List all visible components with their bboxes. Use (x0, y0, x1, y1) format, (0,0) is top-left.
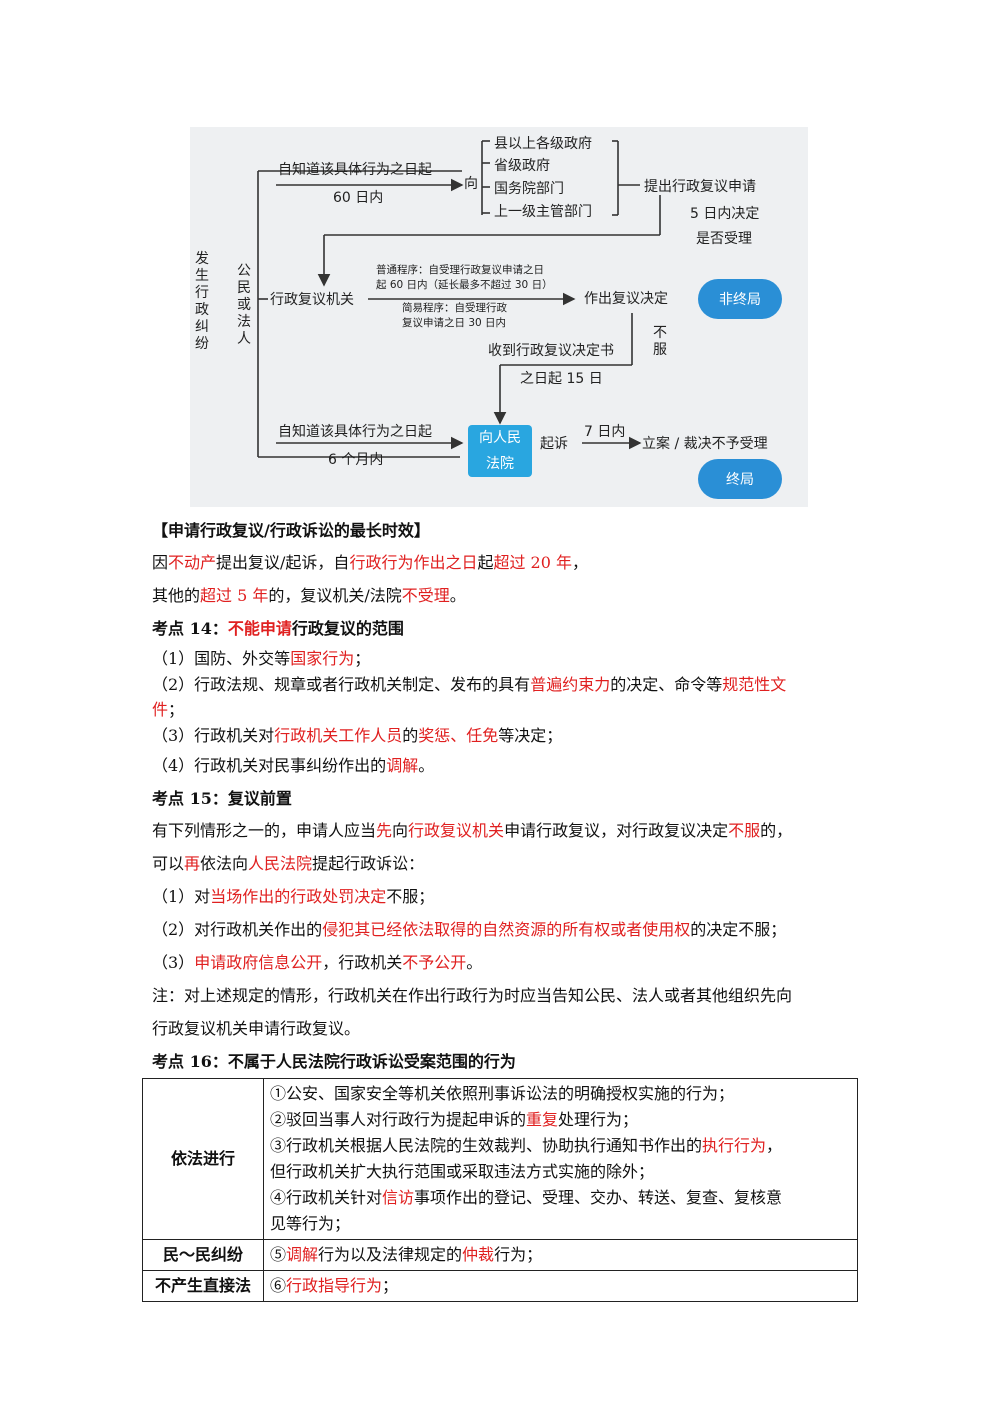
table-row: 依法进行 ①公安、国家安全等机关依照刑事诉讼法的明确授权实施的行为； ②驳回当事… (142, 1078, 858, 1240)
receive-decision-label: 收到行政复议决定书 (488, 343, 614, 359)
table-row: 民～民纠纷 ⑤调解行为以及法律规定的仲裁行为； (142, 1239, 858, 1271)
seven-days-label: 7 日内 (584, 424, 626, 440)
point14-item2: （2）行政法规、规章或者行政机关制定、发布的具有普遍约束力的决定、命令等规范性文 (152, 675, 787, 694)
row-body-civil: ⑤调解行为以及法律规定的仲裁行为； (263, 1239, 858, 1271)
dissatisfied-label: 不服 (653, 325, 667, 358)
sue-label: 起诉 (540, 436, 568, 452)
agency-province: 省级政府 (494, 158, 550, 174)
point15-item2: （2）对行政机关作出的侵犯其已经依法取得的自然资源的所有权或者使用权的决定不服； (152, 920, 787, 939)
point15-note-1: 注：对上述规定的情形，行政机关在作出行政行为时应当告知公民、法人或者其他组织先向 (152, 986, 793, 1005)
row-body-lawful: ①公安、国家安全等机关依照刑事诉讼法的明确授权实施的行为； ②驳回当事人对行政行… (263, 1078, 858, 1240)
court-label-2: 法院 (486, 456, 514, 472)
bottom-branch-label: 自知道该具体行为之日起 (278, 424, 432, 440)
simple-procedure-1: 简易程序：自受理行政 (402, 302, 507, 314)
simple-procedure-2: 复议申请之日 30 日内 (402, 317, 507, 329)
flow-lines (257, 140, 661, 458)
accept-question-label: 是否受理 (696, 231, 752, 247)
final-badge: 终局 (698, 459, 782, 499)
table-line: ④行政机关针对信访事项作出的登记、受理、交办、转送、复查、复核意 (270, 1188, 783, 1207)
section-limitation-title: 【申请行政复议/行政诉讼的最长时效】 (152, 521, 430, 540)
bottom-branch-months: 6 个月内 (328, 452, 384, 468)
table-line: 但行政机关扩大执行范围或采取违法方式实施的除外； (270, 1162, 655, 1181)
top-branch-to: 向 (464, 176, 478, 192)
table-line: ③行政机关根据人民法院的生效裁判、协助执行通知书作出的执行行为， (270, 1136, 783, 1155)
excluded-acts-table: 依法进行 ①公安、国家安全等机关依照刑事诉讼法的明确授权实施的行为； ②驳回当事… (142, 1078, 858, 1302)
table-row: 不产生直接法 ⑥行政指导行为； (142, 1270, 858, 1302)
point14-item2-cont: 件； (152, 700, 185, 719)
point16-title: 考点 16：不属于人民法院行政诉讼受案范围的行为 (152, 1052, 516, 1071)
decision-label: 作出复议决定 (584, 291, 668, 307)
top-branch-days: 60 日内 (333, 190, 384, 206)
agency-superior: 上一级主管部门 (494, 204, 592, 220)
filing-label: 立案 / 裁决不予受理 (642, 436, 768, 452)
row-head-no-direct: 不产生直接法 (142, 1270, 264, 1302)
point15-item1: （1）对当场作出的行政处罚决定不服； (152, 887, 435, 906)
apply-review-label: 提出行政复议申请 (644, 179, 756, 195)
agency-county: 县以上各级政府 (494, 136, 592, 152)
agency-state-council: 国务院部门 (494, 181, 564, 197)
point15-p1: 有下列情形之一的，申请人应当先向行政复议机关申请行政复议，对行政复议决定不服的， (152, 821, 793, 840)
fifteen-days-label: 之日起 15 日 (520, 371, 603, 387)
non-final-badge: 非终局 (698, 279, 782, 319)
limitation-p2: 其他的超过 5 年的，复议机关/法院不受理。 (152, 586, 466, 605)
normal-procedure-1: 普通程序：自受理行政复议申请之日 (376, 264, 544, 276)
point14-item4: （4）行政机关对民事纠纷作出的调解。 (152, 756, 435, 775)
point14-title: 考点 14：不能申请行政复议的范围 (152, 619, 404, 638)
point14-item1: （1）国防、外交等国家行为； (152, 649, 371, 668)
review-org-label: 行政复议机关 (270, 292, 354, 308)
row-head-lawful: 依法进行 (142, 1078, 264, 1240)
dispute-occurs-label: 发生行政纠纷 (195, 251, 209, 352)
limitation-p1: 因不动产提出复议/起诉，自行政行为作出之日起超过 20 年， (152, 553, 589, 572)
point14-item3: （3）行政机关对行政机关工作人员的奖惩、任免等决定； (152, 726, 563, 745)
point15-note-2: 行政复议机关申请行政复议。 (152, 1019, 361, 1038)
point15-p2: 可以再依法向人民法院提起行政诉讼： (152, 854, 425, 873)
court-box: 向人民 法院 (468, 425, 532, 477)
table-line: ②驳回当事人对行政行为提起申诉的重复处理行为； (270, 1110, 639, 1129)
table-line: 见等行为； (270, 1214, 351, 1233)
court-label-1: 向人民 (479, 430, 521, 446)
row-body-no-direct: ⑥行政指导行为； (263, 1270, 858, 1302)
accept-days-label: 5 日内决定 (690, 206, 760, 222)
normal-procedure-2: 起 60 日内（延长最多不超过 30 日） (376, 279, 553, 291)
citizen-party-label: 公民或法人 (237, 263, 251, 347)
flow-diagram: 发生行政纠纷 公民或法人 自知道该具体行为之日起 60 日内 向 县以上各级政府… (190, 127, 808, 507)
table-line: ①公安、国家安全等机关依照刑事诉讼法的明确授权实施的行为； (270, 1084, 735, 1103)
point15-item3: （3）申请政府信息公开，行政机关不予公开。 (152, 953, 483, 972)
row-head-civil: 民～民纠纷 (142, 1239, 264, 1271)
point15-title: 考点 15：复议前置 (152, 789, 292, 808)
top-branch-label: 自知道该具体行为之日起 (278, 162, 432, 178)
